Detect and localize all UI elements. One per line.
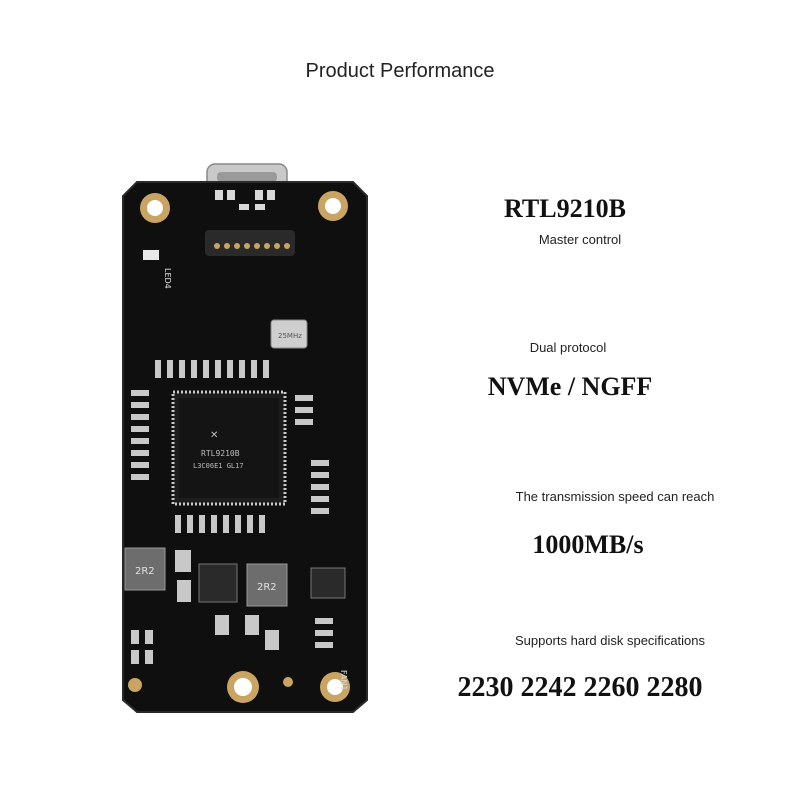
svg-text:2R2: 2R2 — [135, 566, 155, 577]
chip-marking-1: RTL9210B — [201, 449, 240, 458]
protocol-value: NVMe / NGFF — [487, 372, 653, 401]
crystal-oscillator — [270, 319, 308, 349]
inductor — [246, 563, 288, 607]
chip-marking-2: L3C06E1 GL17 — [193, 462, 244, 470]
svg-text:2R2: 2R2 — [257, 582, 277, 593]
page-title: Product Performance — [305, 60, 495, 82]
speed-value: 1000MB/s — [532, 530, 644, 559]
sizes-value: 2230 2242 2260 2280 — [457, 672, 703, 703]
fan-silkscreen: FAN1 — [339, 670, 348, 690]
controller-caption: Master control — [538, 232, 622, 247]
inductor — [124, 547, 166, 591]
pcb-board-image: LED4 25MHz ✕ RTL9210 — [115, 160, 375, 720]
chip-logo: ✕ — [210, 430, 218, 441]
svg-text:25MHz: 25MHz — [278, 332, 302, 340]
led-silkscreen: LED4 — [163, 268, 172, 289]
controller-chip — [179, 398, 279, 498]
speed-caption: The transmission speed can reach — [515, 489, 715, 504]
protocol-caption: Dual protocol — [529, 340, 607, 355]
controller-name: RTL9210B — [504, 194, 626, 223]
sizes-caption: Supports hard disk specifications — [514, 633, 706, 648]
